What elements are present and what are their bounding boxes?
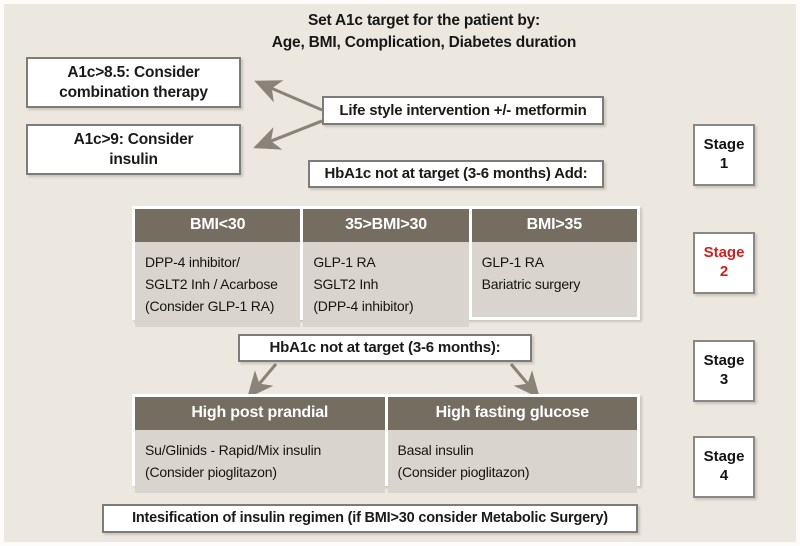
page-title-line-1: Set A1c target for the patient by: xyxy=(307,12,541,29)
bmi-column-1-line-1: DPP-4 inhibitor/ xyxy=(145,254,240,270)
arrow-target-to-fasting xyxy=(509,363,540,399)
bmi-column-2-line-2: SGLT2 Inh xyxy=(313,276,379,293)
glucose-column-2: High fasting glucose Basal insulin (Cons… xyxy=(387,397,637,494)
stage-badge-4-label: Stage xyxy=(703,448,745,466)
arrow-lifestyle-to-a1c9 xyxy=(253,119,323,150)
bmi-column-1-line-2: SGLT2 Inh / Acarbose xyxy=(145,276,278,293)
glucose-column-2-header: High fasting glucose xyxy=(387,397,637,430)
box-a1c-above-8-5[interactable]: A1c>8.5: Consider combination therapy xyxy=(26,57,241,108)
stage-badge-1-label: Stage xyxy=(703,136,745,154)
bmi-column-3-header: BMI>35 xyxy=(471,209,637,242)
bmi-treatment-table: BMI<30 DPP-4 inhibitor/ SGLT2 Inh / Acar… xyxy=(132,206,640,328)
stage-badge-2[interactable]: Stage 2 xyxy=(693,232,755,294)
stage-badge-3-label: Stage xyxy=(703,352,745,370)
box-a1c-above-9-line-1: A1c>9: Consider xyxy=(73,130,194,148)
stage-badge-4[interactable]: Stage 4 xyxy=(693,436,755,498)
glucose-column-1-header: High post prandial xyxy=(135,397,385,430)
glucose-column-1: High post prandial Su/Glinids - Rapid/Mi… xyxy=(135,397,385,494)
box-a1c-above-9-line-2: insulin xyxy=(109,150,158,168)
stage-badge-2-label: Stage xyxy=(703,244,745,262)
glucose-column-2-body: Basal insulin (Consider pioglitazon) xyxy=(387,430,637,494)
bmi-column-1-body: DPP-4 inhibitor/ SGLT2 Inh / Acarbose (C… xyxy=(135,242,301,328)
stage-badge-4-number: 4 xyxy=(719,467,729,484)
bmi-column-2-header: 35>BMI>30 xyxy=(303,209,469,242)
glucose-column-1-line-1: Su/Glinids - Rapid/Mix insulin xyxy=(145,442,322,458)
glucose-column-2-line-2: (Consider pioglitazon) xyxy=(397,464,530,481)
bmi-column-1: BMI<30 DPP-4 inhibitor/ SGLT2 Inh / Acar… xyxy=(135,209,301,328)
page-title-line-2: Age, BMI, Complication, Diabetes duratio… xyxy=(271,34,577,51)
page-title: Set A1c target for the patient by: Age, … xyxy=(224,10,624,54)
stage-badge-1[interactable]: Stage 1 xyxy=(693,124,755,186)
box-a1c-above-9[interactable]: A1c>9: Consider insulin xyxy=(26,124,241,175)
stage-badge-1-number: 1 xyxy=(719,155,729,172)
arrow-target-to-postprandial xyxy=(247,363,278,399)
glucose-column-1-line-2: (Consider pioglitazon) xyxy=(145,464,277,481)
bmi-column-2-body: GLP-1 RA SGLT2 Inh (DPP-4 inhibitor) xyxy=(303,242,469,328)
box-hba1c-not-at-target-add[interactable]: HbA1c not at target (3-6 months) Add: xyxy=(308,160,604,188)
bmi-column-2-line-3: (DPP-4 inhibitor) xyxy=(313,298,414,315)
bmi-column-3-line-1: GLP-1 RA xyxy=(481,254,544,270)
glucose-treatment-table: High post prandial Su/Glinids - Rapid/Mi… xyxy=(132,394,640,494)
bmi-column-3: BMI>35 GLP-1 RA Bariatric surgery xyxy=(471,209,637,317)
bmi-column-1-header: BMI<30 xyxy=(135,209,301,242)
bmi-column-2-line-1: GLP-1 RA xyxy=(313,254,376,270)
stage-badge-3[interactable]: Stage 3 xyxy=(693,340,755,402)
box-hba1c-not-at-target[interactable]: HbA1c not at target (3-6 months): xyxy=(238,334,532,362)
bmi-column-3-line-2: Bariatric surgery xyxy=(481,276,581,293)
box-insulin-intensification[interactable]: Intesification of insulin regimen (if BM… xyxy=(102,504,638,533)
arrow-lifestyle-to-a1c85 xyxy=(254,80,323,112)
stage-badge-2-number: 2 xyxy=(719,263,729,280)
box-lifestyle-intervention[interactable]: Life style intervention +/- metformin xyxy=(322,96,604,125)
glucose-column-2-line-1: Basal insulin xyxy=(397,442,474,458)
stage-badge-3-number: 3 xyxy=(719,371,729,388)
glucose-column-1-body: Su/Glinids - Rapid/Mix insulin (Consider… xyxy=(135,430,385,494)
bmi-column-1-line-3: (Consider GLP-1 RA) xyxy=(145,298,275,315)
bmi-column-2: 35>BMI>30 GLP-1 RA SGLT2 Inh (DPP-4 inhi… xyxy=(303,209,469,328)
box-a1c-above-8-5-line-1: A1c>8.5: Consider xyxy=(67,63,200,81)
box-a1c-above-8-5-line-2: combination therapy xyxy=(59,83,208,101)
bmi-column-3-body: GLP-1 RA Bariatric surgery xyxy=(471,242,637,317)
